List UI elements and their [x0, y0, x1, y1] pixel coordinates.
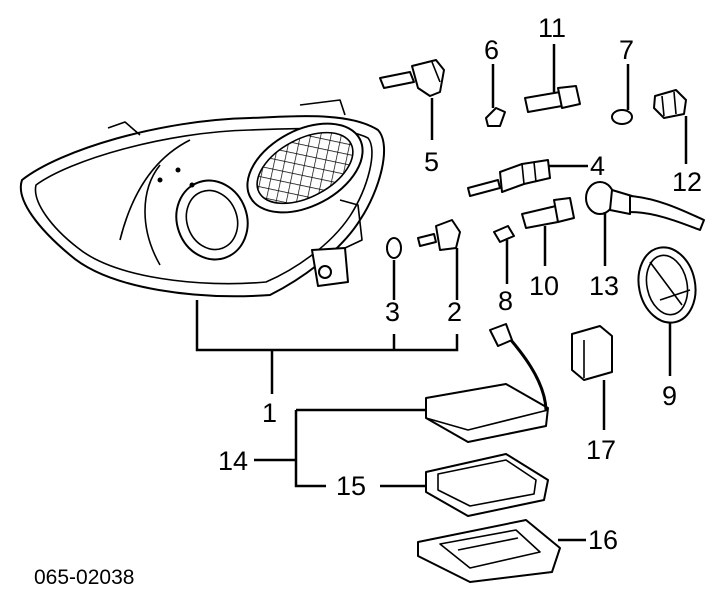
callout-6: 6	[484, 35, 499, 65]
part-11-bulb	[524, 85, 581, 113]
callout-4: 4	[590, 151, 605, 181]
callout-8: 8	[498, 286, 513, 316]
callout-13: 13	[589, 271, 619, 301]
leader-lines	[195, 44, 688, 542]
part-14-ballast	[425, 323, 549, 443]
part-10-bulb	[521, 197, 575, 229]
headlamp-assembly	[19, 99, 386, 298]
callout-11: 11	[538, 13, 566, 43]
part-16-bracket	[417, 519, 561, 583]
part-8-wedge-bulb	[493, 225, 515, 243]
callout-12: 12	[672, 167, 702, 197]
callout-2: 2	[447, 297, 462, 327]
part-2-bulb	[417, 219, 461, 251]
part-6-wedge-bulb	[485, 107, 506, 127]
callout-10: 10	[529, 271, 559, 301]
diagram-code: 065-02038	[34, 566, 134, 589]
part-3-small-bulb	[386, 237, 402, 259]
callout-16: 16	[588, 525, 618, 555]
part-17-relay	[571, 325, 613, 381]
part-4-bulb	[467, 159, 551, 197]
part-13-socket-cable	[585, 181, 705, 231]
callout-3: 3	[385, 297, 400, 327]
callout-9: 9	[662, 381, 677, 411]
part-7-small-bulb	[611, 109, 633, 125]
callout-1: 1	[262, 398, 277, 428]
callout-5: 5	[424, 147, 439, 177]
callout-15: 15	[336, 471, 366, 501]
part-15-gasket	[425, 453, 549, 517]
callout-14: 14	[218, 446, 248, 476]
part-9-cover	[637, 246, 697, 324]
callout-7: 7	[619, 35, 634, 65]
callout-17: 17	[586, 435, 616, 465]
part-12-socket	[653, 89, 687, 119]
part-5-fog-bulb	[379, 59, 445, 97]
